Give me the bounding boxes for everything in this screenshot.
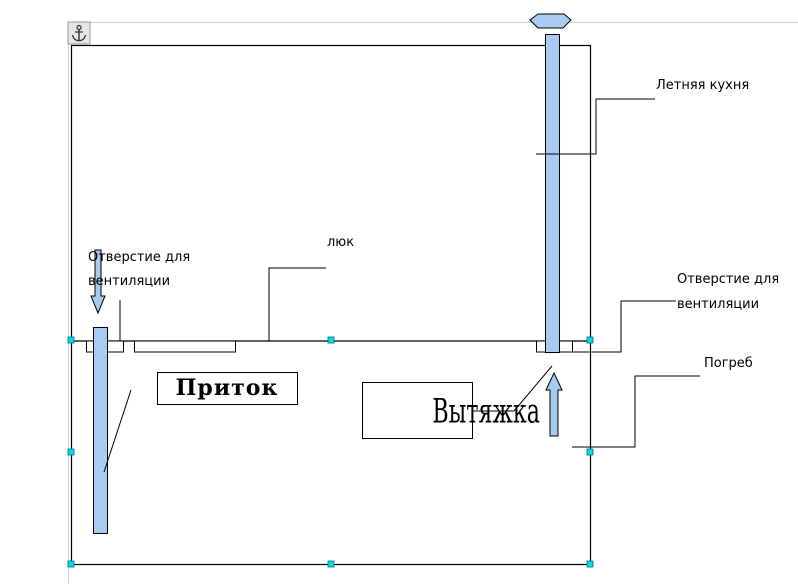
vent-right-label-line2: вентиляции	[677, 297, 759, 312]
inflow-label: Приток	[176, 375, 279, 401]
resize-handle-e[interactable]	[586, 448, 594, 456]
summer-kitchen-label: Летняя кухня	[656, 78, 749, 93]
vent-left-label-line1: Отверстие для	[88, 250, 190, 265]
cellar-label: Погреб	[704, 356, 753, 371]
exhaust-pipe-cap	[529, 13, 572, 29]
leader-vent-right	[572, 300, 676, 353]
hatch-label: люк	[327, 235, 354, 250]
resize-handle-w[interactable]	[67, 448, 75, 456]
resize-handle-se[interactable]	[586, 560, 594, 568]
exhaust-box	[362, 382, 473, 439]
hatch	[134, 340, 236, 353]
resize-handle-n[interactable]	[327, 336, 335, 344]
leader-cellar	[572, 375, 700, 448]
resize-handle-s[interactable]	[327, 560, 335, 568]
vent-left-label-line2: вентиляции	[88, 274, 170, 289]
exhaust-pipe	[545, 34, 560, 353]
leader-summer-kitchen	[536, 98, 655, 155]
leader-exhaust-b	[513, 365, 553, 412]
anchor-icon[interactable]	[67, 21, 91, 45]
inflow-box	[157, 372, 298, 405]
arrow-down-icon	[90, 249, 106, 315]
selection-handles[interactable]	[67, 336, 594, 568]
resize-handle-ne[interactable]	[586, 336, 594, 344]
building-frame	[70, 44, 592, 566]
leader-hatch	[268, 267, 326, 341]
leader-inflow	[103, 389, 132, 473]
resize-handle-sw[interactable]	[67, 560, 75, 568]
arrow-up-icon	[545, 371, 563, 437]
resize-handle-nw[interactable]	[67, 336, 75, 344]
inflow-pipe	[93, 327, 108, 534]
exhaust-label: Вытяжка	[432, 392, 539, 431]
vent-right-label-line1: Отверстие для	[677, 272, 779, 287]
